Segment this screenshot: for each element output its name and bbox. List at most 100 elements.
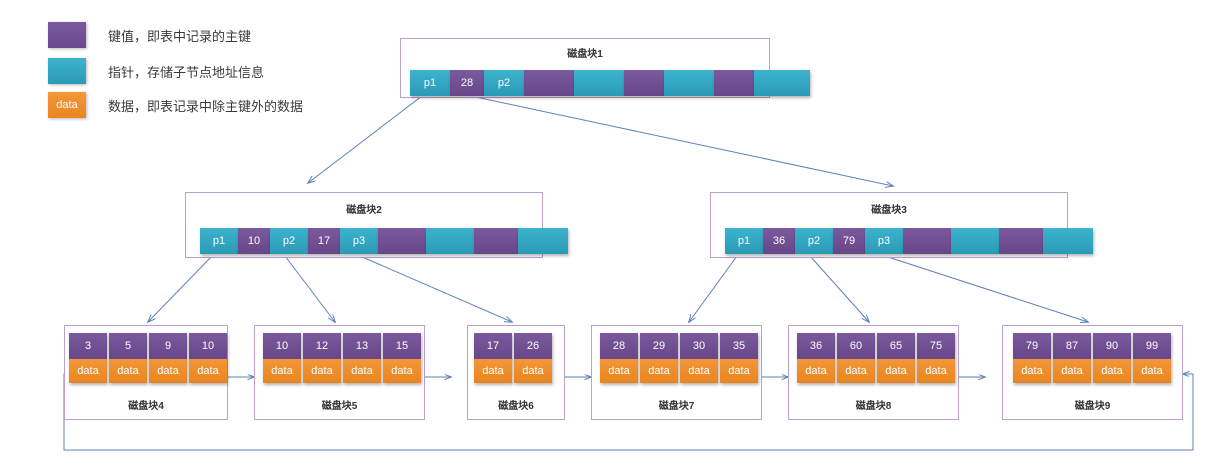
legend-item-key: 键值，即表中记录的主键 [48, 22, 251, 48]
node-root-cell-1-key: 28 [450, 70, 484, 96]
legend-item-data: data 数据，即表记录中除主键外的数据 [48, 92, 303, 118]
leaf-7-key-1: 29 [640, 333, 678, 359]
node-root-cell-8-pointer [754, 70, 810, 96]
leaf-9-data-0: data [1013, 359, 1051, 383]
node-internal-2-cell-8-pointer [518, 228, 568, 254]
leaf-7-data-1: data [640, 359, 678, 383]
node-internal-2-cell-6-pointer [426, 228, 474, 254]
root-to-internal-edges [308, 95, 893, 186]
legend-label-key: 键值，即表中记录的主键 [108, 28, 252, 44]
node-internal-3-title: 磁盘块3 [871, 205, 907, 216]
leaf-8-data-1: data [837, 359, 875, 383]
node-root-cell-3-key [524, 70, 574, 96]
leaf-5-data-0: data [263, 359, 301, 383]
node-root-cell-4-pointer [574, 70, 624, 96]
node-internal-3-cell-4-pointer: p3 [865, 228, 903, 254]
leaf-9-data-3: data [1133, 359, 1171, 383]
node-internal-2-title: 磁盘块2 [346, 205, 382, 216]
leaf-8-key-3: 75 [917, 333, 955, 359]
leaf-7-data-0: data [600, 359, 638, 383]
leaf-7-key-2: 30 [680, 333, 718, 359]
node-internal-3-cell-6-pointer [951, 228, 999, 254]
node-root-cell-2-pointer: p2 [484, 70, 524, 96]
node-internal-3-cell-7-key [999, 228, 1043, 254]
leaf-8-data-3: data [917, 359, 955, 383]
leaf-8-key-1: 60 [837, 333, 875, 359]
leaf-6-data-0: data [474, 359, 512, 383]
node-internal-2-cell-1-key: 10 [238, 228, 270, 254]
node-root-cell-0-pointer: p1 [410, 70, 450, 96]
node-internal-3-cell-3-key: 79 [833, 228, 865, 254]
leaf-9-key-0: 79 [1013, 333, 1051, 359]
node-leaf-4-title: 磁盘块4 [128, 401, 164, 412]
leaf-5-key-2: 13 [343, 333, 381, 359]
legend-swatch-data: data [48, 92, 86, 118]
node-internal-2-cell-5-key [378, 228, 426, 254]
leaf-4-data-0: data [69, 359, 107, 383]
leaf-9-key-3: 99 [1133, 333, 1171, 359]
leaf-8-data-0: data [797, 359, 835, 383]
leaf-8-data-2: data [877, 359, 915, 383]
legend-item-pointer: 指针，存储子节点地址信息 [48, 58, 264, 84]
node-internal-3-cell-1-key: 36 [763, 228, 795, 254]
node-internal-3-cell-2-pointer: p2 [795, 228, 833, 254]
leaf-8-key-0: 36 [797, 333, 835, 359]
node-leaf-9-title: 磁盘块9 [1074, 401, 1111, 412]
node-root-cell-7-key [714, 70, 754, 96]
leaf-5-data-2: data [343, 359, 381, 383]
internal2-to-leaf-edges [148, 255, 512, 322]
node-internal-2-cell-3-key: 17 [308, 228, 340, 254]
node-leaf-8-title: 磁盘块8 [855, 401, 892, 412]
legend-label-data: 数据，即表记录中除主键外的数据 [108, 98, 304, 114]
internal3-to-leaf-edges [689, 255, 1088, 322]
node-root-cell-5-key [624, 70, 664, 96]
node-internal-2-cell-4-pointer: p3 [340, 228, 378, 254]
node-internal-2-cell-0-pointer: p1 [200, 228, 238, 254]
leaf-8-key-2: 65 [877, 333, 915, 359]
leaf-4-key-3: 10 [189, 333, 227, 359]
leaf-5-key-3: 15 [383, 333, 421, 359]
node-internal-3-cell-8-pointer [1043, 228, 1093, 254]
leaf-7-data-2: data [680, 359, 718, 383]
node-internal-3-cell-5-key [903, 228, 951, 254]
legend-label-pointer: 指针，存储子节点地址信息 [108, 64, 265, 80]
node-root-cell-6-pointer [664, 70, 714, 96]
leaf-4-data-1: data [109, 359, 147, 383]
legend-swatch-key [48, 22, 86, 48]
leaf-5-data-3: data [383, 359, 421, 383]
legend-swatch-pointer [48, 58, 86, 84]
leaf-5-key-0: 10 [263, 333, 301, 359]
leaf-7-key-3: 35 [720, 333, 758, 359]
leaf-4-key-2: 9 [149, 333, 187, 359]
node-root-title: 磁盘块1 [567, 49, 603, 60]
leaf-6-key-0: 17 [474, 333, 512, 359]
leaf-7-data-3: data [720, 359, 758, 383]
